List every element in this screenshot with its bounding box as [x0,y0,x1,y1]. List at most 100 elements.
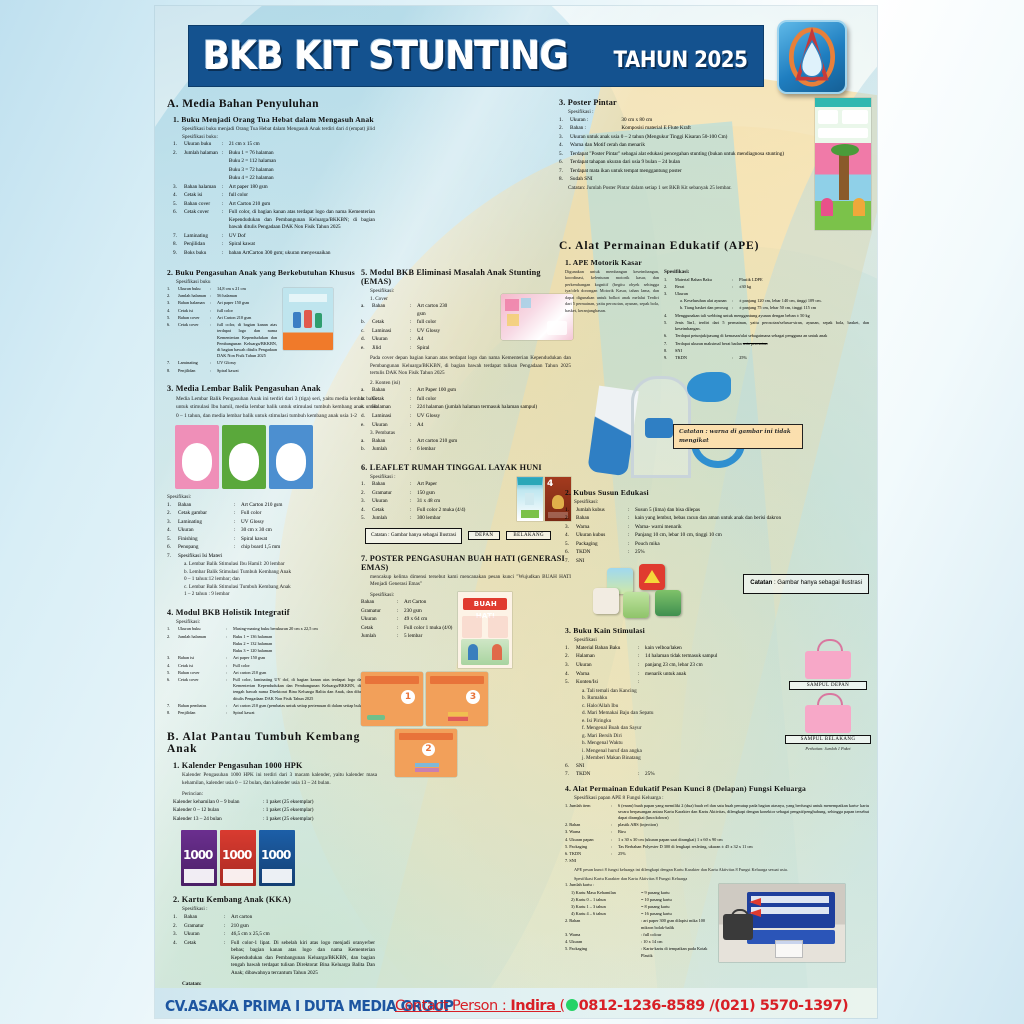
poster-sheet: BKB KIT STUNTING TAHUN 2025 A. Media Bah… [155,6,877,1018]
cube-cow [623,592,649,619]
card-3: 2 [395,728,457,777]
item-intro: Media Lembar Balik Pengasuhan Anak ini t… [176,395,377,419]
contact-line[interactable]: Contact Person : Indira (0812-1236-8589 … [395,998,849,1014]
page-title-year: TAHUN 2025 [613,48,748,73]
spec-label: Spesifikasi: [574,499,599,506]
column-right: 3. Poster Pintar Spesifikasi : 1.Ukuran … [559,98,871,963]
lembar-balik-green [222,425,266,489]
item-title: Modul BKB Eliminasi Masalah Anak Stuntin… [361,268,541,286]
item-title: Buku Pengasuhan Anak yang Berkebutuhan K… [175,267,355,277]
company-brand: CV.ASAKA PRIMA I DUTA MEDIA GROUP [165,997,454,1015]
item-number: 1. [565,258,572,267]
item-intro: Spesifikasi buku menjadi Orang Tua Hebat… [182,126,375,132]
perincian-label: Perincian: [182,791,204,798]
sub-spec-c: c. Lembar Balik Stimulasi Tumbuh Kembang… [184,583,291,590]
kalender-hamil: 1000 [181,830,217,887]
sub-spec-b2: 0 – 1 tahun:12 lembar; dan [184,576,240,583]
item-number: 6. [361,462,368,472]
spec-table: 1.Ukuran buku:Masing-masing buku berukur… [167,626,375,716]
note-text: : Gambar hanya sebagai Ilustrasi [772,580,862,587]
section-heading-c: C. Alat Permainan Edukatif (APE) [559,240,760,252]
konten-g: g. Mari Bersih Diri [582,732,622,739]
card-2: 3 [426,671,488,726]
item-poster-pintar: 3. Poster Pintar Spesifikasi : 1.Ukuran … [559,98,871,230]
contact-phone-1[interactable]: 0812-1236-8589 [578,998,706,1014]
cal-number: 1000 [261,848,291,863]
spec-table: 1.Jumlah kubus:Susun 5 (lima) dan bisa d… [565,506,782,564]
perincian-table: Kalender kehamilan 0 – 9 bulan: 1 paket … [173,798,314,822]
item-buku-orang-tua-hebat: 1. Buku Menjadi Orang Tua Hebat dalam Me… [167,115,377,259]
whale-shape [687,372,731,403]
item-kubus-susun: 2. Kubus Susun Edukasi Spesifikasi: 1.Ju… [559,488,871,622]
spec-table: 1.Bahan:Art Paper 2.Gramatur:150 gsm 3.U… [361,481,466,522]
item-number: 7. [361,553,368,563]
cover-spec-table: a.Bahan:Art carton 230 gsm b.Cetak:full … [361,303,448,351]
item-title: Media Lembar Balik Pengasuhan Anak [175,383,321,393]
item-number: 5. [361,268,368,277]
item-poster-buah-hati: 7. POSTER PENGASUHAN BUAH HATI (GENERASI… [361,554,571,777]
kalender-13-24: 1000 [259,830,295,887]
item-lembar-balik: 3. Media Lembar Balik Pengasuhan Anak Me… [167,384,377,599]
label-depan: DEPAN [468,531,501,541]
contact-phone-2[interactable]: (021) 5570-1397 [714,998,842,1014]
poster-pintar-note: Catatan: Jumlah Poster Pintar dalam seti… [568,184,732,191]
spec-table: 1.Material Bahan Baku:Plastik LDPE 2.Ber… [664,276,869,360]
note-label: Catatan [750,580,773,587]
item-buku-kain: 3. Buku Kain Stimulasi Spesifikasi 1.Mat… [559,626,871,780]
buku-kain-caption: Perhatian: Jumlah 1 Paket [805,746,851,752]
whatsapp-icon [565,999,578,1011]
spec-table: 1.Ukuran buku:21 cm x 15 cm 2.Jumlah hal… [173,141,375,256]
spec-table: 1.Bahan:Art carton 2.Gramatur:210 gsm 3.… [173,914,375,976]
contact-separator: / [704,998,715,1014]
spec-label: Spesifikasi buku [176,278,211,285]
section-heading-a: A. Media Bahan Penyuluhan [167,98,319,110]
item-ape-motorik-kasar: 1. APE Motorik Kasar Digunakan untuk mem… [559,258,871,486]
item-title: Kartu Kembang Anak (KKA) [181,895,291,905]
item-intro: Kalender Pengasuhan 1000 HPK ini terdiri… [182,772,377,786]
kalender-0-12: 1000 [220,830,256,887]
konten-h: h. Mengenal Waktu [582,740,623,747]
spec-label: Spesifikasi papan APE 8 Fungsi Keluarga … [574,794,664,801]
item-number: 2. [173,895,180,905]
spec-label: Spesifikasi: [370,288,395,294]
item-title: POSTER PENGASUHAN BUAH HATI (GENERASI EM… [361,553,565,572]
item-modul-holistik: 4. Modul BKB Holistik Integratif Spesifi… [167,608,377,717]
note-ilustrasi-kubus: Catatan : Gambar hanya sebagai Ilustrasi [743,574,869,594]
spec-table: 1.Material Bahan Baku:kain velboa/laken … [565,644,718,686]
konten-label: 2. Konten (isi) [370,379,401,386]
item-kalender-1000hpk: 1. Kalender Pengasuhan 1000 HPK Kalender… [167,761,377,887]
buah-hati-cards: 1 3 [361,671,571,726]
item-title: Kubus Susun Edukasi [573,488,649,498]
item-intro: Digunakan untuk membangun keseimbangan, … [565,269,659,313]
spec-label: Spesifikasi : [370,473,396,480]
sub-spec-a: a. Lembar Balik Stimulasi Ibu Hamil: 20 … [184,561,285,568]
item-number: 3. [167,383,174,393]
buku-kain-back-image [805,693,851,734]
konten-a: a. Tali temali dan Kancing [582,687,637,694]
item-number: 1. [173,761,180,771]
item-number: 4. [167,607,174,617]
pembatas-spec-table: a.Bahan:Art carton 210 gsm b.Jumlah:6 le… [361,437,458,453]
spec-label: Spesifikasi : [182,906,208,913]
item-title: Buku Kain Stimulasi [573,626,645,636]
cal-number: 1000 [183,848,213,863]
cube-triangle-red [639,564,665,591]
item-title: Buku Menjadi Orang Tua Hebat dalam Menga… [181,115,374,124]
cal-number: 1000 [222,848,252,863]
contact-paren-open: ( [555,998,565,1014]
ape-8-fungsi-photo [719,884,845,963]
spec-label: Spesifikasi: [370,591,395,598]
ape-motorik-kasar-image [587,362,745,480]
spec-table: 1.Bahan:Art Carton 210 gsm 2.Cetak gamba… [167,501,283,559]
spec-label: Spesifikasi : [568,109,594,115]
poster-buah-hati-image: BUAH HATI [458,591,513,668]
spec-label: Spesifikasi: [176,618,201,625]
item-modul-emas: 5. Modul BKB Eliminasi Masalah Anak Stun… [361,268,573,455]
label-belakang: BELAKANG [506,531,552,541]
konten-e: e. Isi Piringku [582,717,612,724]
sub-spec-b: b. Lembar Balik Stimulasi Tumbuh Kembang… [184,568,292,575]
poster-buah-hati-title: BUAH HATI [463,597,508,620]
item-title: APE Motorik Kasar [572,258,643,267]
column-middle: 5. Modul BKB Eliminasi Masalah Anak Stun… [361,268,573,777]
